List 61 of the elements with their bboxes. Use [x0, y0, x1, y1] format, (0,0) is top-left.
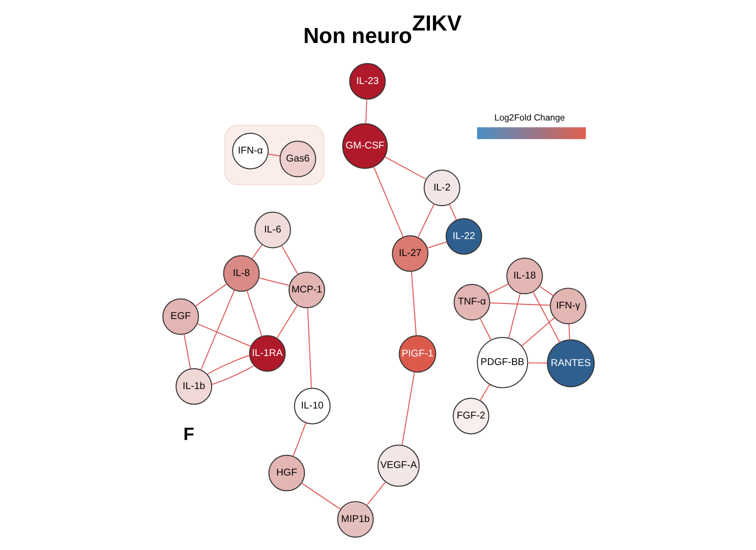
- node-circle: IL-27: [391, 235, 428, 272]
- node-circle: MIP1b: [336, 501, 374, 538]
- node-circle: HGF: [268, 454, 304, 492]
- connector: [532, 291, 560, 344]
- label: Log2Fold Change: [494, 112, 564, 123]
- label: F: [182, 424, 194, 444]
- connector: [200, 290, 234, 370]
- connector: [280, 245, 298, 275]
- connector: [401, 371, 414, 446]
- node-circle: IFN-γ: [549, 288, 586, 324]
- node-circle: PDGF-BB: [476, 336, 528, 388]
- node-circle: EGF: [162, 298, 198, 335]
- node-circle: GM-CSF: [342, 123, 388, 169]
- cluster: [224, 124, 324, 186]
- connector: [210, 365, 254, 386]
- node-circle: IL-8: [222, 255, 260, 292]
- connector: [479, 318, 492, 341]
- connector: [520, 317, 555, 347]
- node-circle: IL-6: [254, 212, 290, 248]
- node-circle: IL-18: [506, 258, 542, 294]
- connector: [486, 284, 509, 295]
- connector: [300, 482, 341, 510]
- node-circle: Gas6: [279, 140, 316, 178]
- connector: [538, 286, 554, 296]
- connector: [251, 244, 262, 260]
- node-circle: IL-2: [423, 170, 460, 206]
- node-circle: IL-23: [348, 63, 386, 100]
- connector: [206, 354, 250, 375]
- connector: [366, 482, 386, 506]
- node-circle: IL-1RA: [248, 335, 286, 372]
- connector: [183, 334, 190, 370]
- connector: [426, 241, 447, 249]
- connector: [258, 277, 290, 286]
- node-circle: PIGF-1: [398, 335, 436, 373]
- connector: [488, 302, 550, 306]
- node-circle: IL-10: [294, 388, 330, 424]
- connector: [276, 304, 298, 339]
- connector: [246, 290, 262, 337]
- connector: [196, 323, 251, 347]
- connector: [417, 203, 434, 238]
- node-circle: TNF-α: [453, 284, 490, 320]
- node-circle: RANTES: [546, 339, 594, 388]
- connector: [508, 292, 520, 338]
- connector: [364, 98, 367, 124]
- connector: [479, 384, 490, 402]
- connector: [194, 283, 227, 307]
- node-circle: FGF-2: [452, 398, 489, 434]
- connector: [410, 271, 416, 336]
- connector: [568, 324, 570, 340]
- connector: [267, 154, 280, 156]
- node-circle: IL-1b: [175, 368, 212, 405]
- node-circle: VEGF-A: [377, 444, 420, 487]
- connector: [306, 307, 312, 388]
- connector: [384, 156, 426, 180]
- connector: [526, 362, 548, 364]
- node-circle: IFN-α: [232, 132, 268, 170]
- node-circle: IL-22: [445, 218, 482, 255]
- connector: [292, 422, 306, 457]
- node-circle: MCP-1: [288, 272, 325, 308]
- connector: [372, 166, 404, 238]
- connector: [448, 204, 456, 220]
